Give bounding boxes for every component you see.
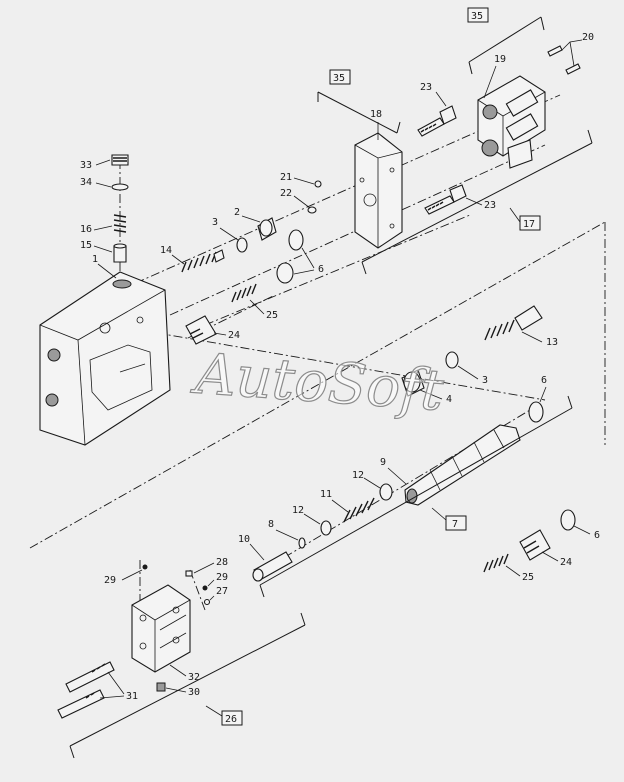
- callout-25-lower: 25: [522, 572, 534, 583]
- callout-2: 2: [234, 207, 240, 218]
- callout-11: 11: [320, 489, 332, 500]
- spring-25-lower: 25: [483, 553, 534, 583]
- callout-9: 9: [380, 457, 386, 468]
- plug-24-lower: 24: [519, 529, 572, 568]
- callout-25-upper: 25: [266, 310, 278, 321]
- callout-20: 20: [582, 32, 594, 43]
- callout-35-upper: 35: [333, 73, 345, 84]
- callout-18: 18: [370, 109, 382, 120]
- callout-6-lower: 6: [594, 530, 600, 541]
- callout-14: 14: [160, 245, 172, 256]
- callout-19: 19: [494, 54, 506, 65]
- callout-15: 15: [80, 240, 92, 251]
- callout-17: 17: [523, 219, 535, 230]
- callout-box-35-right: [467, 7, 489, 23]
- callout-16: 16: [80, 224, 92, 235]
- assembly-bracket-7: 7: [259, 395, 573, 598]
- spring-16: 16: [80, 214, 127, 235]
- o-ring-3-upper: 3: [212, 217, 248, 253]
- spring-14: 14: [160, 245, 225, 273]
- callout-4: 4: [446, 394, 452, 405]
- callout-1: 1: [92, 254, 98, 265]
- callout-31: 31: [126, 691, 138, 702]
- callout-6-middle: 6: [541, 375, 547, 386]
- o-ring-3-lower: 3: [445, 351, 488, 386]
- assembly-bracket-26: 26: [69, 612, 306, 759]
- callout-23-lower: 23: [484, 200, 496, 211]
- callout-3-upper: 3: [212, 217, 218, 228]
- spring-25-upper: 25: [231, 283, 278, 321]
- solenoid-valve-19: 19: [477, 54, 546, 169]
- callout-3-lower: 3: [482, 375, 488, 386]
- callout-32: 32: [188, 672, 200, 683]
- callout-box-7: [445, 515, 467, 531]
- poppet-15: 15: [80, 240, 127, 263]
- plug-28: 28: [185, 557, 228, 577]
- watermark-autosoft: AutoSoft: [189, 341, 446, 424]
- callout-12-left: 12: [292, 505, 304, 516]
- callout-13: 13: [546, 337, 558, 348]
- ring-12-left: 12: [292, 505, 332, 536]
- callout-22: 22: [280, 188, 292, 199]
- bolt-23-upper: 23: [417, 82, 457, 137]
- valve-housing-18: 18: [354, 109, 403, 249]
- bolt-23-lower: 23: [424, 184, 496, 215]
- plug-27: 27: [203, 586, 228, 606]
- spool-9: 9: [380, 424, 521, 506]
- callout-12-right: 12: [352, 470, 364, 481]
- callout-30: 30: [188, 687, 200, 698]
- plug-4: 4: [401, 369, 452, 405]
- callout-box-35-upper: [329, 69, 351, 85]
- pin-10: 10: [238, 534, 293, 582]
- ring-8: 8: [268, 519, 306, 549]
- callout-6-upper: 6: [318, 264, 324, 275]
- spring-13: 13: [484, 305, 558, 348]
- screws-20: 20: [547, 32, 594, 75]
- washer-34: 34: [80, 177, 129, 191]
- callout-33: 33: [80, 160, 92, 171]
- callout-29-left: 29: [104, 575, 116, 586]
- plug-21: 21: [280, 172, 322, 188]
- cap-33: 33: [80, 154, 129, 171]
- o-ring-6-middle: 6: [528, 375, 547, 423]
- callout-21: 21: [280, 172, 292, 183]
- assembly-bracket-17: 17: [361, 129, 593, 275]
- callout-24-lower: 24: [560, 557, 572, 568]
- callout-34: 34: [80, 177, 92, 188]
- callout-35-right: 35: [471, 11, 483, 22]
- callout-26: 26: [225, 714, 237, 725]
- seal-22: 22: [280, 188, 317, 214]
- o-rings-6-upper: 6: [276, 229, 324, 284]
- o-ring-6-lower: 6: [560, 509, 600, 541]
- bolts-31: 31: [57, 661, 138, 719]
- ring-12-right: 12: [352, 470, 393, 501]
- callout-28: 28: [216, 557, 228, 568]
- plug-24-upper: 24: [185, 315, 240, 345]
- plug-2: 2: [234, 207, 277, 241]
- plug-30: 30: [156, 682, 200, 698]
- callout-10: 10: [238, 534, 250, 545]
- ball-29-left: 29: [104, 564, 148, 586]
- callout-23-upper: 23: [420, 82, 432, 93]
- callout-29-right: 29: [216, 572, 228, 583]
- end-cover-32: 32: [131, 584, 200, 683]
- assembly-bracket-35-right: 35: [467, 7, 545, 75]
- callout-box-17: [519, 215, 541, 231]
- spring-11: 11: [320, 489, 375, 523]
- callout-7: 7: [452, 519, 458, 530]
- valve-body-1: 1: [39, 254, 171, 446]
- assembly-bracket-35-upper: 35: [317, 69, 401, 134]
- callout-box-26: [221, 710, 243, 726]
- callout-27: 27: [216, 586, 228, 597]
- callout-8: 8: [268, 519, 274, 530]
- callout-24-upper: 24: [228, 330, 240, 341]
- ball-29-right: 29: [202, 572, 228, 591]
